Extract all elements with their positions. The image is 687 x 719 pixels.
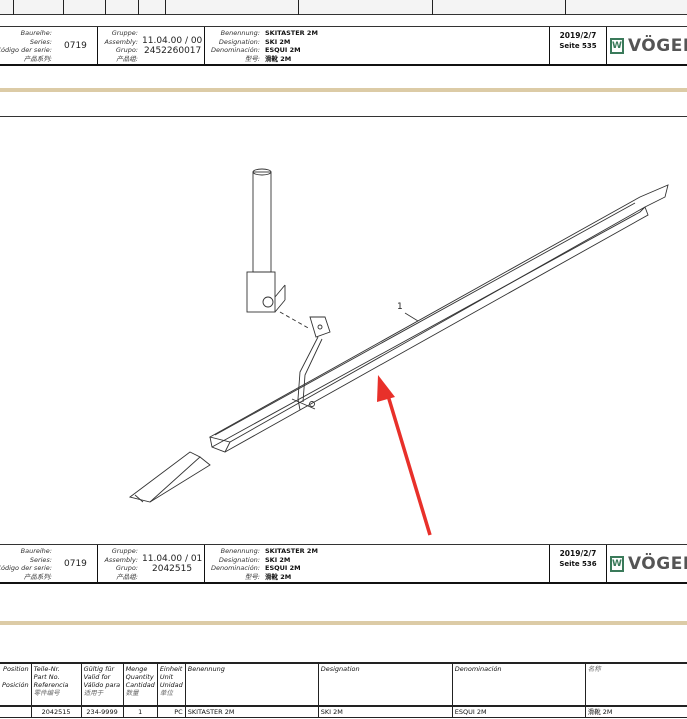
logo-mark: W [610,37,624,54]
logo: WVÖGEL [607,545,687,582]
divider [565,0,566,15]
label: Gruppe: [111,547,138,555]
label: Baureihe: [20,29,52,37]
page-number: Seite 535 [559,42,597,50]
label: Series: [29,37,52,46]
date: 2019/2/7 [559,549,597,558]
callout-leader [404,312,419,322]
name-es: ESQUI 2M [265,564,301,572]
label: Designation: [218,555,260,564]
name-en: SKI 2M [265,37,291,46]
label: Benennung: [220,547,260,555]
cell-position [0,705,32,718]
cell-quantity: 1 [122,705,158,718]
divider [138,0,139,15]
label: Benennung: [220,29,260,37]
logo-text: VÖGEL [627,35,687,56]
label: Grupo: [115,564,138,572]
name-de: SKITASTER 2M [265,547,318,555]
cell-denominacion: ESQUI 2M [451,705,586,718]
red-arrow [377,375,432,536]
label: Assembly: [104,555,138,564]
label: Denominación: [210,46,260,54]
top-table-remnant [0,0,687,15]
label: Código der serie: [0,564,52,572]
sensor-column [246,168,311,330]
series-cell: Baureihe: Series: Código der serie: 产品系列… [0,545,98,582]
divider [165,0,166,15]
date-cell: 2019/2/7 Seite 536 [550,545,607,582]
col-designation: Designation [317,662,453,707]
assembly-value: 11.04.00 / 00 [142,36,203,46]
divider [105,0,106,15]
label: 产品组: [116,54,138,63]
exploded-drawing: 1 [128,168,669,536]
name-en: SKI 2M [265,555,291,564]
ski-tip [128,451,211,503]
logo: WVÖGEL [607,27,687,64]
label: Código der serie: [0,46,52,54]
label: 产品系列: [23,54,52,63]
logo-text: VÖGEL [627,553,687,574]
page-number: Seite 536 [559,560,597,568]
group-value: 2452260017 [144,46,202,56]
designation-cell: Benennung: Designation: Denominación: 型号… [205,545,550,582]
date: 2019/2/7 [559,31,597,40]
callout-label: 1 [397,302,403,312]
cell-valid-for: 234-9999 [80,705,124,718]
label: Assembly: [104,37,138,46]
divider [13,0,14,15]
assembly-value: 11.04.00 / 01 [142,554,203,564]
assembly-cell: Gruppe: Assembly: Grupo: 产品组: 11.04.00 /… [98,545,205,582]
col-benennung: Benennung [184,662,319,707]
page-header-535: Baureihe: Series: Código der serie: 产品系列… [0,26,687,66]
cell-designation: SKI 2M [317,705,453,718]
name-zh: 滑靴 2M [265,54,292,63]
label: Designation: [218,37,260,46]
divider [0,116,687,117]
group-value: 2042515 [152,564,193,574]
assembly-cell: Gruppe: Assembly: Grupo: 产品组: 11.04.00 /… [98,27,205,64]
label: Series: [29,555,52,564]
divider [63,0,64,15]
divider [298,0,299,15]
ski-rail [208,184,669,453]
label: 型号: [244,54,260,63]
label: Gruppe: [111,29,138,37]
page-separator [0,621,687,625]
label: Denominación: [210,564,260,572]
name-de: SKITASTER 2M [265,29,318,37]
label: 产品系列: [23,572,52,581]
label: Grupo: [115,46,138,54]
cell-unit: PC [156,705,186,718]
page-header-536: Baureihe: Series: Código der serie: 产品系列… [0,544,687,584]
name-zh: 滑靴 2M [265,572,292,581]
cell-name-zh: 滑靴 2M [584,705,687,718]
designation-cell: Benennung: Designation: Denominación: 型号… [205,27,550,64]
col-name-zh: 名称 [584,662,687,707]
label: 型号: [244,572,260,581]
series-cell: Baureihe: Series: Código der serie: 产品系列… [0,27,98,64]
label: 产品组: [116,572,138,581]
date-cell: 2019/2/7 Seite 535 [550,27,607,64]
cell-part-no: 2042515 [30,705,82,718]
divider [432,0,433,15]
label: Baureihe: [20,547,52,555]
cell-benennung: SKITASTER 2M [184,705,319,718]
logo-mark: W [610,555,624,572]
col-denominacion: Denominación [451,662,586,707]
page-separator [0,88,687,92]
series-value: 0719 [64,41,87,51]
feeler-arm [291,316,331,411]
series-value: 0719 [64,559,87,569]
table-row[interactable]: 2042515 234-9999 1 PC SKITASTER 2M SKI 2… [0,705,687,718]
name-es: ESQUI 2M [265,46,301,54]
